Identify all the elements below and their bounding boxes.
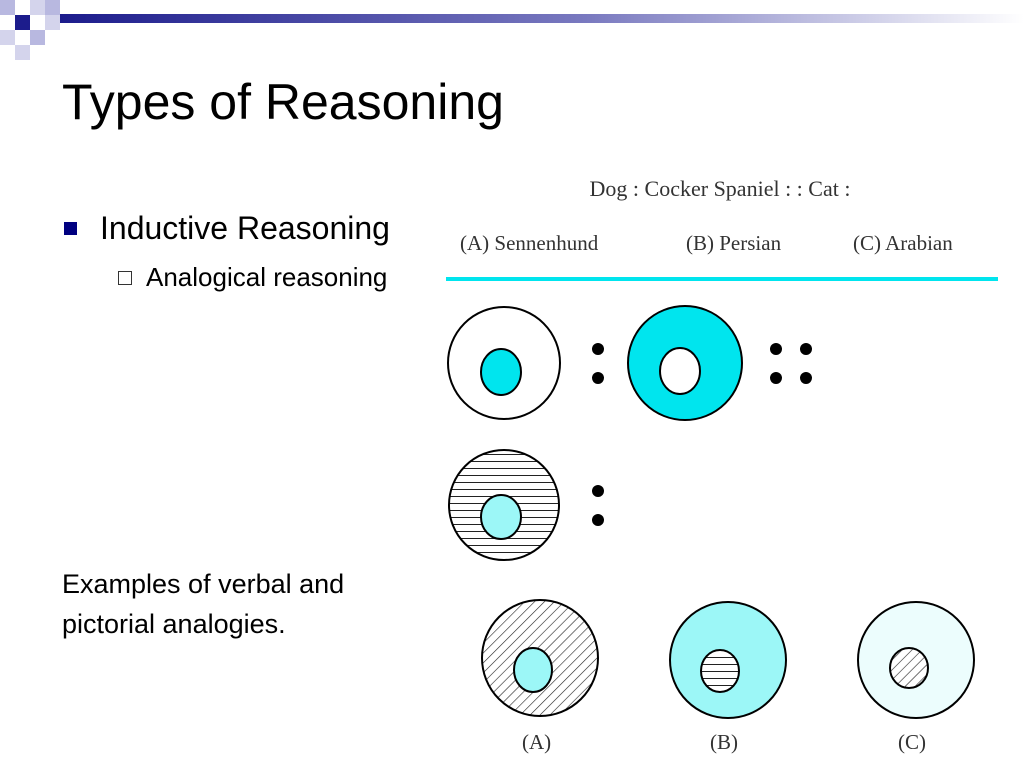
choice-label-a: (A) <box>522 730 552 754</box>
option-a: (A) Sennenhund <box>460 231 599 255</box>
colon-dot <box>592 485 604 497</box>
deco-square <box>45 15 60 30</box>
choice-b-inner-striped-ellipse <box>700 649 740 693</box>
colon-dot <box>592 343 604 355</box>
colon-dot <box>800 343 812 355</box>
deco-square <box>30 30 45 45</box>
colon-dot <box>592 372 604 384</box>
corner-decoration <box>0 0 1024 60</box>
row1-inner-cyan-ellipse <box>480 348 522 396</box>
row1-inner-white-ellipse <box>659 347 701 395</box>
bullet-item: Inductive Reasoning <box>62 206 392 250</box>
deco-square <box>0 0 15 15</box>
deco-square <box>30 0 45 15</box>
colon-dot <box>592 514 604 526</box>
row2-inner-lightcyan-ellipse <box>480 494 522 540</box>
colon-dot <box>770 372 782 384</box>
verbal-analogy-question: Dog : Cocker Spaniel : : Cat : <box>589 176 851 201</box>
choice-c-inner-diagonal-ellipse <box>889 647 929 689</box>
sub-bullet-text: Analogical reasoning <box>146 262 388 292</box>
choice-a-inner-lightcyan-ellipse <box>513 647 553 693</box>
deco-square <box>15 15 30 30</box>
deco-square <box>0 30 15 45</box>
caption-note: Examples of verbal and pictorial analogi… <box>62 569 345 639</box>
colon-dot <box>800 372 812 384</box>
sub-bullet-item: Analogical reasoning <box>62 260 392 294</box>
bullet-list: Inductive Reasoning Analogical reasoning <box>62 206 392 294</box>
deco-square <box>15 45 30 60</box>
bullet-text: Inductive Reasoning <box>100 210 390 246</box>
pictorial-analogy-figure <box>447 305 975 719</box>
slide-title: Types of Reasoning <box>62 74 504 130</box>
hollow-square-bullet-icon <box>118 271 132 285</box>
deco-square <box>45 0 60 15</box>
choice-label-b: (B) <box>710 730 738 754</box>
option-b: (B) Persian <box>686 231 782 255</box>
option-c: (C) Arabian <box>853 231 953 255</box>
header-gradient-bar <box>60 14 1024 23</box>
choice-label-c: (C) <box>898 730 926 754</box>
square-bullet-icon <box>64 222 77 235</box>
divider-line <box>446 277 998 281</box>
colon-dot <box>770 343 782 355</box>
